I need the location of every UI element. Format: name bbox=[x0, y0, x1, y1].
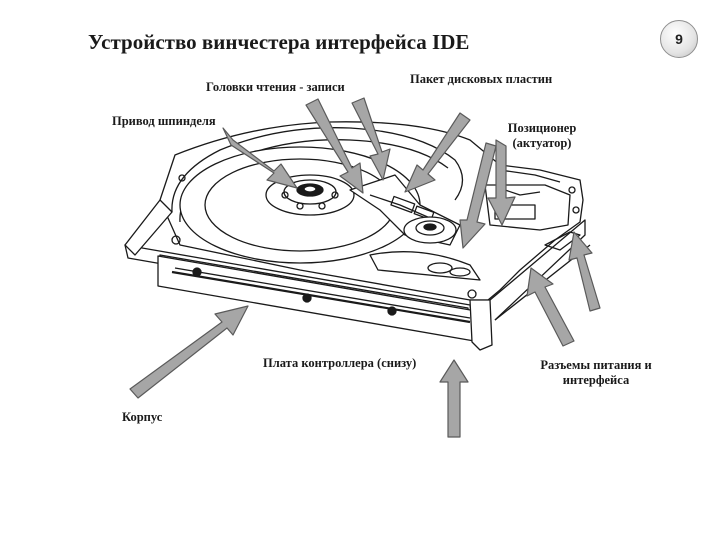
arrow-actuator-2 bbox=[459, 142, 497, 249]
arrow-connector-2 bbox=[568, 231, 601, 312]
pointer-arrows bbox=[129, 97, 601, 438]
label-heads: Головки чтения - записи bbox=[206, 80, 345, 94]
page-number-badge: 9 bbox=[660, 20, 698, 58]
label-actuator-line1: Позиционер bbox=[507, 121, 577, 135]
label-connectors-line2: интерфейса bbox=[562, 373, 630, 387]
arrow-case bbox=[129, 305, 249, 399]
arrow-actuator-1 bbox=[487, 139, 516, 226]
arrow-controller bbox=[439, 359, 469, 438]
arrow-heads-2 bbox=[351, 97, 391, 181]
slide-title: Устройство винчестера интерфейса IDE bbox=[88, 30, 470, 54]
platter-edge bbox=[171, 127, 464, 213]
arrow-platters bbox=[404, 112, 471, 193]
label-spindle: Привод шпинделя bbox=[112, 114, 216, 128]
connector-block bbox=[469, 299, 493, 351]
hdd-illustration bbox=[124, 121, 591, 351]
label-controller: Плата контроллера (снизу) bbox=[263, 356, 417, 370]
label-case: Корпус bbox=[122, 410, 163, 424]
arrow-spindle bbox=[222, 127, 298, 189]
label-connectors-line1: Разъемы питания и bbox=[540, 358, 652, 372]
label-platters: Пакет дисковых пластин bbox=[410, 72, 553, 86]
label-connectors: Разъемы питания и интерфейса bbox=[520, 358, 672, 388]
label-actuator: Позиционер (актуатор) bbox=[494, 121, 590, 151]
arrow-heads-1 bbox=[305, 98, 364, 194]
rail-screw bbox=[192, 267, 202, 277]
voice-coil bbox=[369, 251, 481, 281]
label-actuator-line2: (актуатор) bbox=[512, 136, 572, 150]
arrow-connector-1 bbox=[526, 267, 575, 347]
